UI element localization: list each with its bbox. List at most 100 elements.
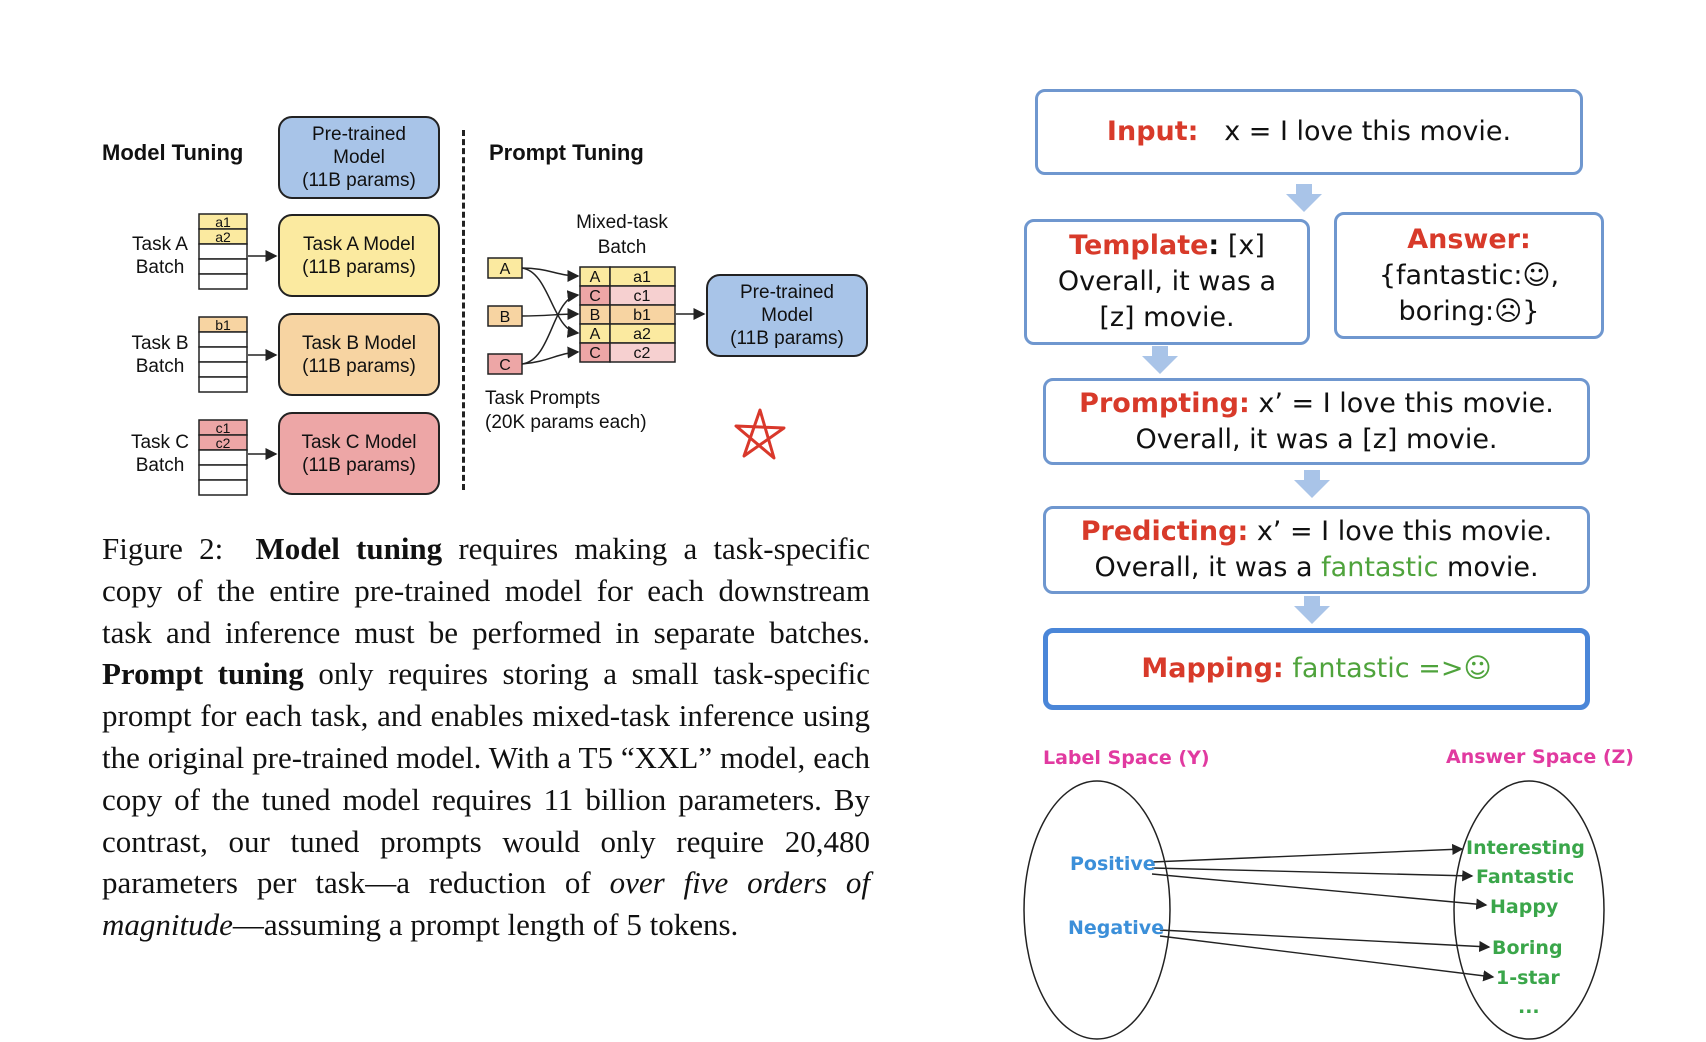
pretrained-line-1: Pre-trained bbox=[312, 124, 406, 145]
pretrained-right-line-2: Model bbox=[761, 305, 813, 326]
task-b-batch-table bbox=[198, 316, 248, 393]
template-text-3: [z] movie. bbox=[1099, 302, 1235, 333]
predicting-box: Predicting: x’ = I love this movie. Over… bbox=[1043, 506, 1590, 594]
prompt-tuning-heading: Prompt Tuning bbox=[489, 140, 644, 165]
cell-b1: b1 bbox=[215, 317, 231, 333]
predicting-text-2a: Overall, it was a bbox=[1094, 552, 1322, 583]
task-b-model-box: Task B Model (11B params) bbox=[278, 313, 440, 396]
mixed-batch-table bbox=[579, 266, 676, 363]
template-box: Template: [x] Overall, it was a [z] movi… bbox=[1024, 219, 1310, 345]
task-c-model-box: Task C Model (11B params) bbox=[278, 412, 440, 495]
cell-a1: a1 bbox=[215, 214, 231, 230]
answer-ellipsis: ... bbox=[1518, 996, 1540, 1018]
answer-fantastic: Fantastic bbox=[1476, 866, 1575, 888]
pretrained-line-3: (11B params) bbox=[302, 170, 416, 191]
template-colon: : bbox=[1208, 230, 1220, 261]
prompt-arrows bbox=[521, 267, 580, 365]
mix-task-1: A bbox=[590, 269, 601, 286]
label-positive: Positive bbox=[1070, 853, 1156, 875]
pretrained-right-line-3: (11B params) bbox=[730, 328, 844, 349]
input-label: Input: bbox=[1106, 116, 1199, 147]
task-prompts-line-1: Task Prompts bbox=[485, 388, 600, 409]
input-text: x = I love this movie. bbox=[1224, 116, 1512, 147]
task-c-batch-table bbox=[198, 419, 248, 496]
prompting-label: Prompting: bbox=[1079, 387, 1250, 419]
predicting-line-2: Overall, it was a fantastic movie. bbox=[1094, 550, 1538, 586]
task-c-model-line-2: (11B params) bbox=[302, 454, 416, 476]
map-positive-fantastic bbox=[1151, 867, 1474, 882]
task-b-model-line-2: (11B params) bbox=[302, 355, 416, 377]
prompt-b-text: B bbox=[500, 309, 511, 326]
answer-boring: Boring bbox=[1492, 937, 1563, 959]
mix-task-4: A bbox=[590, 326, 601, 343]
arrow-prompting-to-predicting bbox=[1294, 470, 1330, 498]
caption-prompt-tuning: Prompt tuning bbox=[102, 656, 304, 692]
mix-item-4: a2 bbox=[633, 326, 651, 343]
answer-1star: 1-star bbox=[1496, 967, 1560, 989]
answer-text-2: boring:☹} bbox=[1398, 295, 1540, 327]
prompt-a-text: A bbox=[500, 261, 511, 278]
predicting-green: fantastic bbox=[1321, 552, 1439, 583]
caption-text-1: requires making a task-specific copy of … bbox=[102, 531, 871, 650]
label-space-ellipse bbox=[1023, 780, 1171, 1040]
pretrained-model-box: Pre-trained Model (11B params) bbox=[278, 116, 440, 199]
answer-label: Answer: bbox=[1407, 223, 1531, 255]
mix-task-2: C bbox=[589, 288, 601, 305]
prompting-box: Prompting: x’ = I love this movie. Overa… bbox=[1043, 378, 1590, 465]
cell-a2: a2 bbox=[215, 229, 231, 245]
mixed-task-line-1: Mixed-task bbox=[576, 212, 668, 233]
task-a-batch-line-1: Task A bbox=[132, 234, 188, 255]
mix-item-2: c1 bbox=[634, 288, 651, 305]
arrow-template-to-prompting bbox=[1142, 346, 1178, 374]
task-a-model-line-2: (11B params) bbox=[302, 256, 416, 278]
caption-text-3: —assuming a prompt length of 5 tokens. bbox=[232, 907, 739, 943]
map-positive-interesting bbox=[1151, 843, 1464, 863]
star-icon bbox=[734, 408, 786, 460]
predicting-text-2b: movie. bbox=[1438, 552, 1539, 583]
cell-c1: c1 bbox=[216, 420, 231, 436]
map-positive-happy bbox=[1151, 873, 1488, 910]
mix-item-1: a1 bbox=[633, 269, 651, 286]
task-c-batch-label: Task C Batch bbox=[122, 431, 198, 477]
cell-c2: c2 bbox=[216, 435, 231, 451]
pretrained-model-right-box: Pre-trained Model (11B params) bbox=[706, 274, 868, 357]
mix-task-3: B bbox=[590, 307, 601, 324]
prompting-text-1: x’ = I love this movie. bbox=[1249, 387, 1554, 419]
task-b-model-line-1: Task B Model bbox=[301, 332, 417, 354]
section-divider bbox=[462, 130, 465, 490]
answer-space-ellipse bbox=[1453, 780, 1605, 1040]
caption-text-2: only requires storing a small task-speci… bbox=[102, 656, 870, 901]
caption-italic: over five orders of magnitude bbox=[102, 865, 870, 943]
task-a-batch-line-2: Batch bbox=[135, 257, 185, 278]
template-text-1: [x] bbox=[1219, 230, 1265, 261]
input-box: Input: x = I love this movie. bbox=[1035, 89, 1583, 175]
task-b-batch-line-2: Batch bbox=[135, 356, 185, 377]
task-c-batch-line-1: Task C bbox=[130, 432, 190, 453]
figure-label: Figure 2: bbox=[102, 531, 224, 566]
mapping-box: Mapping: fantastic =>☺ bbox=[1043, 628, 1590, 710]
task-c-model-line-1: Task C Model bbox=[301, 431, 417, 453]
prompt-c-text: C bbox=[499, 357, 511, 374]
answer-space-title: Answer Space (Z) bbox=[1446, 746, 1634, 768]
batch-tables: a1 a2 b1 c1 c2 Mixed-task Batch bbox=[198, 212, 786, 496]
arrow-input-to-template bbox=[1286, 184, 1322, 212]
task-prompts-line-2: (20K params each) bbox=[485, 412, 647, 433]
template-line-1: Template: [x] bbox=[1069, 228, 1265, 264]
prompting-text-2: Overall, it was a [z] movie. bbox=[1135, 423, 1498, 455]
task-b-batch-label: Task B Batch bbox=[122, 332, 198, 378]
caption-model-tuning: Model tuning bbox=[255, 531, 443, 566]
task-a-batch-label: Task A Batch bbox=[122, 233, 198, 279]
template-text-2: Overall, it was a bbox=[1057, 266, 1277, 297]
mapping-line: Mapping: fantastic =>☺ bbox=[1141, 651, 1491, 687]
answer-box: Answer: {fantastic:☺, boring:☹} bbox=[1334, 212, 1604, 339]
input-line: Input: x = I love this movie. bbox=[1107, 114, 1511, 150]
figure-caption: Figure 2: Model tuning requires making a… bbox=[102, 528, 870, 946]
task-a-batch-table bbox=[198, 213, 248, 290]
answer-happy: Happy bbox=[1490, 896, 1559, 918]
arrow-predicting-to-mapping bbox=[1294, 596, 1330, 624]
mapping-green: fantastic =>☺ bbox=[1283, 653, 1492, 684]
mix-task-5: C bbox=[589, 345, 601, 362]
label-negative: Negative bbox=[1068, 917, 1165, 939]
label-space-title: Label Space (Y) bbox=[1043, 747, 1210, 769]
